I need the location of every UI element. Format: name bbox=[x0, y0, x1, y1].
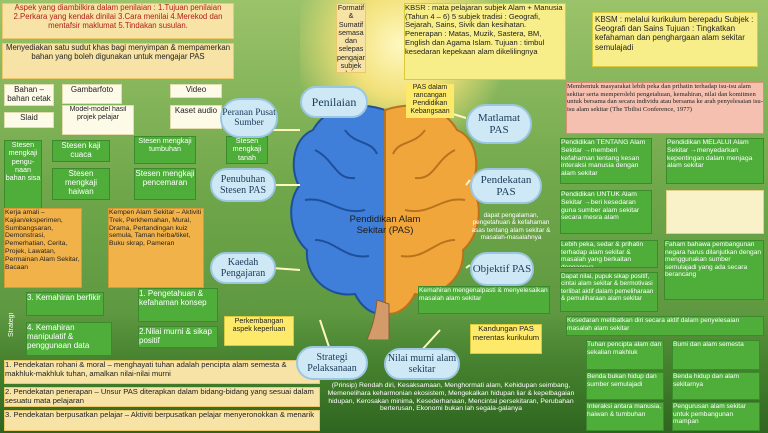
video-box: Video bbox=[170, 84, 222, 98]
stesen-bahan-sisa-box: Stesen mengkaji pengu-naan bahan sisa bbox=[4, 140, 42, 210]
strategi-item-4: 4. Kemahiran manipulatif & penggunaan da… bbox=[26, 322, 112, 356]
stesen-cuaca-box: Stesen kaji cuaca bbox=[52, 140, 110, 162]
brain-diagram bbox=[290, 104, 480, 340]
strategi-item-3: 3. Kemahiran berfikir bbox=[26, 292, 104, 316]
objektif-2-box: Dapat nilai, pupuk sikap positif, cintai… bbox=[560, 272, 658, 312]
strategi-item-2: 2.Nilai murni & sikap positif bbox=[138, 326, 218, 348]
menyediakan-box: Menyediakan satu sudut khas bagi menyimp… bbox=[2, 43, 234, 79]
pendekatan-untuk-box: Pendidikan UNTUK Alam Sekitar →beri kese… bbox=[560, 190, 652, 234]
aspek-penilaian-box: Aspek yang diambilkira dalam penilaian :… bbox=[2, 3, 234, 39]
kbsm-box: KBSM : melalui kurikulum berepadu Subjek… bbox=[592, 12, 758, 67]
strategi-item-1: 1. Pengetahuan & kefahaman konsep bbox=[138, 288, 218, 322]
kandungan-3-box: Benda bukan hidup dan sumber semulajadi bbox=[586, 372, 664, 400]
kbsr-box: KBSR : mata pelajaran subjek Alam + Manu… bbox=[404, 3, 566, 80]
kaedah-list-1: Kerja amali – Kajian/eksperimen, Sumbang… bbox=[4, 208, 82, 288]
node-objektif-pas[interactable]: Objektif PAS bbox=[470, 252, 534, 286]
node-nilai-murni[interactable]: Nilai murni alam sekitar bbox=[384, 348, 460, 380]
kaedah-list-2: Kempen Alam Sekitar – Aktiviti Trek, Per… bbox=[108, 208, 204, 288]
strategi-bar-3: 3. Pendekatan berpusatkan pelajar – Akti… bbox=[4, 410, 320, 431]
kandungan-6-box: Pengurusan alam sekitar untuk pembanguna… bbox=[672, 402, 760, 431]
node-penubuhan-stesen[interactable]: Penubuhan Stesen PAS bbox=[210, 168, 276, 202]
stesen-pencemaran-box: Stesen mengkaji pencemaran bbox=[134, 168, 196, 200]
slaid-box: Slaid bbox=[4, 112, 54, 128]
matlamat-text-box: Membentuk masyarakat lebih peka dan prih… bbox=[566, 82, 764, 134]
pendekatan-melalui-box: Pendidikan MELALUI Alam Sekitar →menyeda… bbox=[666, 138, 764, 184]
strategi-side-label: Strategi bbox=[8, 312, 15, 338]
objektif-1-box: Lebih peka, sedar & prihatin terhadap al… bbox=[560, 240, 658, 268]
gambarfoto-box: Gambarfoto bbox=[62, 84, 122, 104]
stesen-tanah-box: Stesen mengkaji tanah bbox=[226, 136, 268, 164]
node-strategi-pelaksanaan[interactable]: Strategi Pelaksanaan bbox=[296, 346, 368, 380]
node-peranan-pusat-sumber[interactable]: Peranan Pusat Sumber bbox=[220, 98, 278, 138]
strategi-bar-1: 1. Pendekatan rohani & moral – menghayat… bbox=[4, 360, 320, 384]
kesedaran-box: Kesedaran melibatkan diri secara aktif d… bbox=[566, 316, 764, 336]
kandungan-box: Kandungan PAS merentas kurikulum bbox=[470, 324, 542, 354]
node-kaedah-pengajaran[interactable]: Kaedah Pengajaran bbox=[210, 252, 276, 284]
pendekatan-tentang-box: Pendidikan TENTANG Alam Sekitar →memberi… bbox=[560, 138, 652, 184]
perkembangan-box: Perkembangan aspek keperluan bbox=[224, 316, 294, 346]
kandungan-4-box: Benda hidup dan alam sekitarnya bbox=[672, 372, 760, 400]
formatif-box: Formatif & Sumatif semasa dan selepas pe… bbox=[336, 3, 366, 73]
bahan-cetak-box: Bahan – bahan cetak bbox=[4, 84, 54, 106]
strategi-bar-2: 2. Pendekatan penerapan – Unsur PAS dite… bbox=[4, 387, 320, 407]
pas-dalam-box: PAS dalam rancangan Pendidikan Kebangsaa… bbox=[406, 84, 454, 118]
node-penilaian[interactable]: Penilaian bbox=[300, 86, 368, 118]
nilai-text-box: (Prinsip) Rendah diri, Kesaksamaan, Meng… bbox=[327, 382, 575, 413]
model-box: Model-model hasil projek pelajar bbox=[62, 105, 134, 135]
objektif-4-box: Kemahiran mengenalpasti & menyelesaikan … bbox=[418, 286, 550, 314]
stesen-haiwan-box: Stesen mengkaji haiwan bbox=[52, 168, 110, 200]
node-pendekatan-pas[interactable]: Pendekatan PAS bbox=[470, 168, 542, 204]
center-title: Pendidikan Alam Sekitar (PAS) bbox=[349, 215, 421, 236]
kandungan-5-box: Interaksi antara manusia, haiwan & tumbu… bbox=[586, 402, 664, 431]
pendekatan-diagram bbox=[666, 190, 764, 234]
kandungan-1-box: Tuhan pencipta alam dan sekalian makhluk bbox=[586, 340, 664, 370]
kaset-audio-box: Kaset audio bbox=[170, 105, 222, 129]
objektif-3-box: Faham bahawa pembangunan negara harus di… bbox=[664, 240, 764, 300]
pengalaman-box: dapat pengalaman, pengetahuan & kefahama… bbox=[471, 212, 551, 242]
stesen-tumbuhan-box: Stesen mengkaji tumbuhan bbox=[134, 136, 196, 164]
node-matlamat-pas[interactable]: Matlamat PAS bbox=[466, 104, 532, 144]
kandungan-2-box: Bumi dan alam semesta bbox=[672, 340, 760, 370]
